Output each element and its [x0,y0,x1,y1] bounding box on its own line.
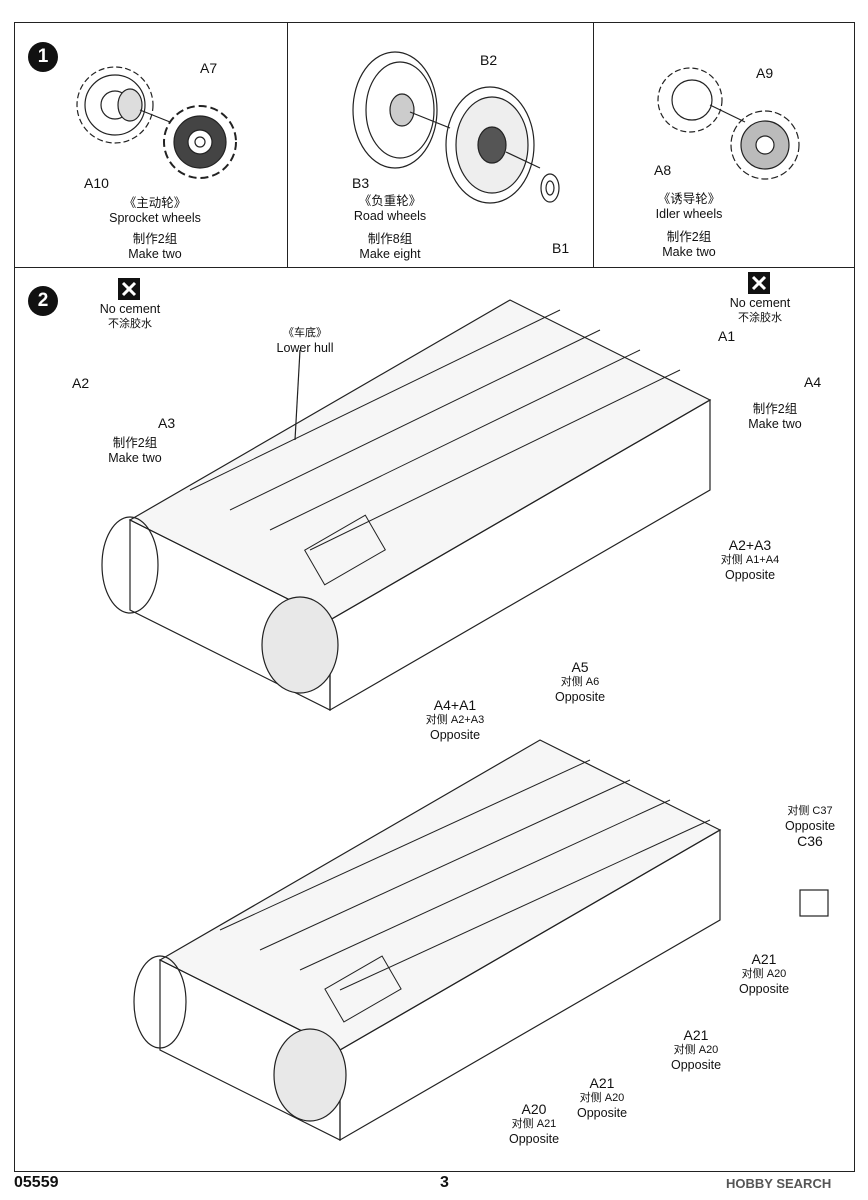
part-label-a9: A9 [756,65,774,81]
callout-a4-a1: A4+A1 对侧 A2+A3 Opposite [405,698,505,743]
step-number-1: 1 [28,42,58,72]
qty-en: Make two [108,451,162,465]
no-cement-en: No cement [729,296,791,310]
part-label-b3: B3 [352,175,370,191]
callout-cn: 对侧 A1+A4 [720,554,780,566]
callout-a21-middle: A21 对侧 A20 Opposite [656,1028,736,1073]
callout-part: A4+A1 [433,697,477,713]
callout-a21-right: A21 对侧 A20 Opposite [724,952,804,997]
callout-en: Opposite [576,1106,628,1120]
qty-en: Make two [748,417,802,431]
callout-part: A21 [589,1075,615,1091]
callout-en: Opposite [429,728,481,742]
qty-cn: 制作2组 [112,436,158,450]
watermark: HOBBY SEARCH [726,1176,832,1191]
part-label-a8: A8 [654,162,672,178]
part-label-b2: B2 [480,52,498,68]
callout-part: A21 [751,951,777,967]
callout-cn: 对侧 A20 [673,1044,719,1056]
hull-cn: 《车底》 [283,327,327,339]
callout-cn: 对侧 A6 [560,676,600,688]
callout-en: Opposite [554,690,606,704]
product-code: 05559 [14,1174,59,1191]
sprocket-caption: 《主动轮》 Sprocket wheels 制作2组 Make two [80,196,230,262]
caption-cn: 《诱导轮》 [657,192,721,206]
callout-en: Opposite [670,1058,722,1072]
lower-hull-label: 《车底》 Lower hull [260,326,350,356]
part-label-b1: B1 [552,240,570,256]
lower-hull-upper-illustration [101,299,712,712]
caption-en: Road wheels [353,209,427,223]
callout-cn: 对侧 A21 [511,1118,557,1130]
callout-part: A20 [521,1101,547,1117]
part-label-a4: A4 [804,374,822,390]
callout-a2-a3: A2+A3 对侧 A1+A4 Opposite [700,538,800,583]
qty-cn: 制作2组 [132,232,178,246]
callout-cn: 对侧 A20 [741,968,787,980]
no-cement-cn: 不涂胶水 [738,312,782,324]
lower-hull-lower-illustration [133,739,829,1142]
right-no-cement-label: No cement 不涂胶水 [710,296,810,326]
callout-c36: 对侧 C37 Opposite C36 [770,804,850,849]
part-label-a7: A7 [200,60,218,76]
callout-part: A5 [571,659,589,675]
qty-cn: 制作2组 [666,230,712,244]
callout-a5: A5 对侧 A6 Opposite [540,660,620,705]
step2-panel [14,267,855,1172]
callout-cn: 对侧 A20 [579,1092,625,1104]
no-cement-en: No cement [99,302,161,316]
caption-cn: 《负重轮》 [358,194,422,208]
no-cement-icon [748,272,770,294]
hull-en: Lower hull [276,341,334,355]
qty-en: Make two [662,245,716,259]
qty-cn: 制作8组 [367,232,413,246]
callout-part: C36 [797,833,823,849]
part-label-a10: A10 [84,175,109,191]
page-number: 3 [440,1174,449,1191]
part-label-a2: A2 [72,375,90,391]
callout-part: A21 [683,1027,709,1043]
callout-en: Opposite [724,568,776,582]
qty-cn: 制作2组 [752,402,798,416]
roadwheel-illustration [352,51,560,204]
idler-illustration [657,67,800,180]
step-number-2: 2 [28,286,58,316]
callout-en: Opposite [784,819,836,833]
right-qty: 制作2组 Make two [730,402,820,432]
caption-en: Sprocket wheels [109,211,201,225]
idler-caption: 《诱导轮》 Idler wheels 制作2组 Make two [614,192,764,260]
caption-en: Idler wheels [655,207,723,221]
callout-en: Opposite [508,1132,560,1146]
qty-en: Make eight [359,247,421,261]
sprocket-illustration [76,66,237,179]
callout-part: A2+A3 [728,537,772,553]
no-cement-cn: 不涂胶水 [108,318,152,330]
callout-a20: A20 对侧 A21 Opposite [494,1102,574,1147]
caption-cn: 《主动轮》 [123,196,187,210]
roadwheel-caption: 《负重轮》 Road wheels 制作8组 Make eight [320,194,460,262]
part-label-a1: A1 [718,328,736,344]
qty-en: Make two [128,247,182,261]
part-label-a3: A3 [158,415,176,431]
callout-a21-left: A21 对侧 A20 Opposite [562,1076,642,1121]
callout-cn: 对侧 C37 [787,805,833,817]
callout-cn: 对侧 A2+A3 [425,714,485,726]
no-cement-icon [118,278,140,300]
callout-en: Opposite [738,982,790,996]
left-no-cement-label: No cement 不涂胶水 [80,302,180,332]
left-qty: 制作2组 Make two [90,436,180,466]
